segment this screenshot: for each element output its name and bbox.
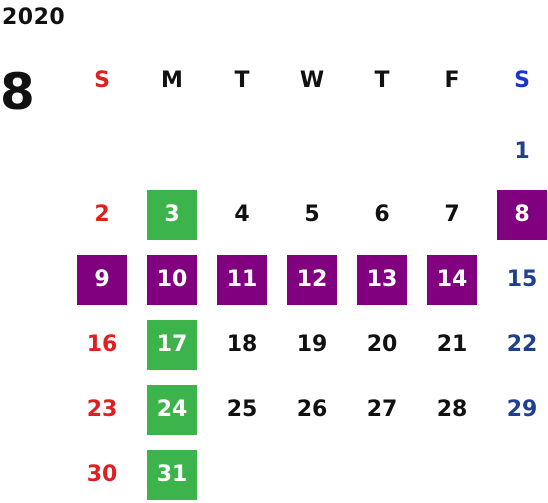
day-cell[interactable]: 7 — [444, 202, 460, 227]
day-cell[interactable]: 4 — [234, 202, 250, 227]
weekday-header-4: T — [374, 68, 390, 93]
day-cell[interactable]: 12 — [287, 255, 337, 305]
day-cell[interactable]: 28 — [436, 397, 468, 422]
day-cell[interactable]: 21 — [436, 332, 468, 357]
day-cell[interactable]: 13 — [357, 255, 407, 305]
day-cell[interactable]: 29 — [506, 397, 538, 422]
day-cell[interactable]: 11 — [217, 255, 267, 305]
weekday-header-6: S — [514, 68, 530, 93]
day-cell[interactable]: 23 — [86, 397, 118, 422]
day-cell[interactable]: 25 — [226, 397, 258, 422]
weekday-header-3: W — [299, 68, 325, 93]
day-cell[interactable]: 27 — [366, 397, 398, 422]
day-cell[interactable]: 2 — [94, 202, 110, 227]
day-cell[interactable]: 14 — [427, 255, 477, 305]
day-cell[interactable]: 6 — [374, 202, 390, 227]
day-cell[interactable]: 26 — [296, 397, 328, 422]
weekday-header-0: S — [94, 68, 110, 93]
year-label: 2020 — [2, 5, 66, 30]
day-cell[interactable]: 24 — [147, 385, 197, 435]
weekday-header-2: T — [234, 68, 250, 93]
day-cell[interactable]: 31 — [147, 450, 197, 500]
weekday-header-1: M — [161, 68, 183, 93]
day-cell[interactable]: 20 — [366, 332, 398, 357]
day-cell[interactable]: 19 — [296, 332, 328, 357]
month-number: 8 — [0, 63, 35, 121]
day-cell[interactable]: 3 — [147, 190, 197, 240]
day-cell[interactable]: 9 — [77, 255, 127, 305]
day-cell[interactable]: 16 — [86, 332, 118, 357]
day-cell[interactable]: 15 — [506, 267, 538, 292]
day-cell[interactable]: 10 — [147, 255, 197, 305]
day-cell[interactable]: 22 — [506, 332, 538, 357]
day-cell[interactable]: 18 — [226, 332, 258, 357]
day-cell[interactable]: 8 — [497, 190, 547, 240]
day-cell[interactable]: 30 — [86, 462, 118, 487]
day-cell[interactable]: 5 — [304, 202, 320, 227]
day-cell[interactable]: 1 — [514, 139, 530, 164]
day-cell[interactable]: 17 — [147, 320, 197, 370]
weekday-header-5: F — [444, 68, 460, 93]
